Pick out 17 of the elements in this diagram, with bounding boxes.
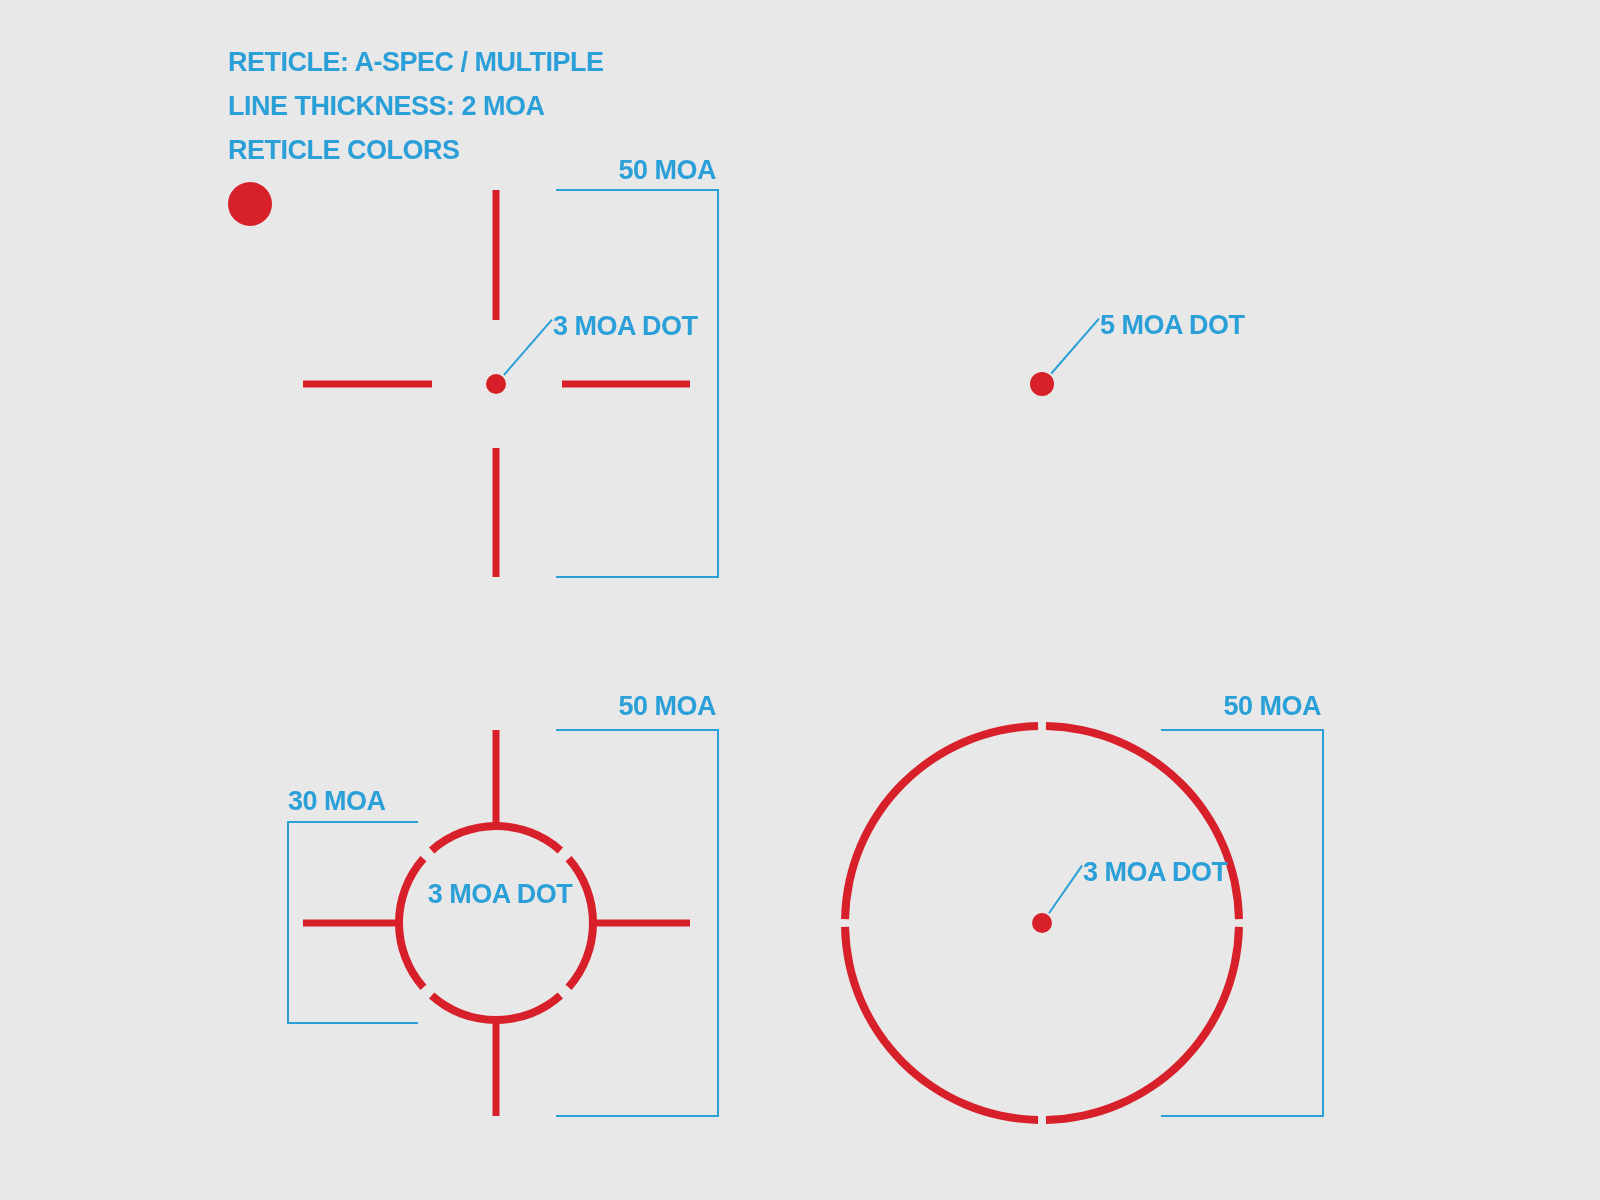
reticle-dot	[1032, 913, 1052, 933]
dimension-label: RETICLE: A-SPEC / MULTIPLE	[228, 46, 604, 78]
dimension-label: 50 MOA	[618, 690, 716, 722]
callout-label: 5 MOA DOT	[1100, 309, 1245, 341]
dimension-label: 50 MOA	[1223, 690, 1321, 722]
dimension-label: 3 MOA DOT	[427, 878, 573, 910]
leader-line	[1050, 317, 1100, 375]
reticle-dot	[486, 374, 506, 394]
callout-label: 3 MOA DOT	[553, 310, 698, 342]
dimension-label: 30 MOA	[288, 785, 386, 817]
reticle-dot	[1030, 372, 1054, 396]
dimension-label: LINE THICKNESS: 2 MOA	[228, 90, 545, 122]
dimension-label: RETICLE COLORS	[228, 134, 460, 166]
callout-label: 3 MOA DOT	[1083, 856, 1228, 888]
dimension-label: 50 MOA	[618, 154, 716, 186]
leader-line	[502, 318, 553, 376]
leader-line	[1047, 864, 1083, 915]
